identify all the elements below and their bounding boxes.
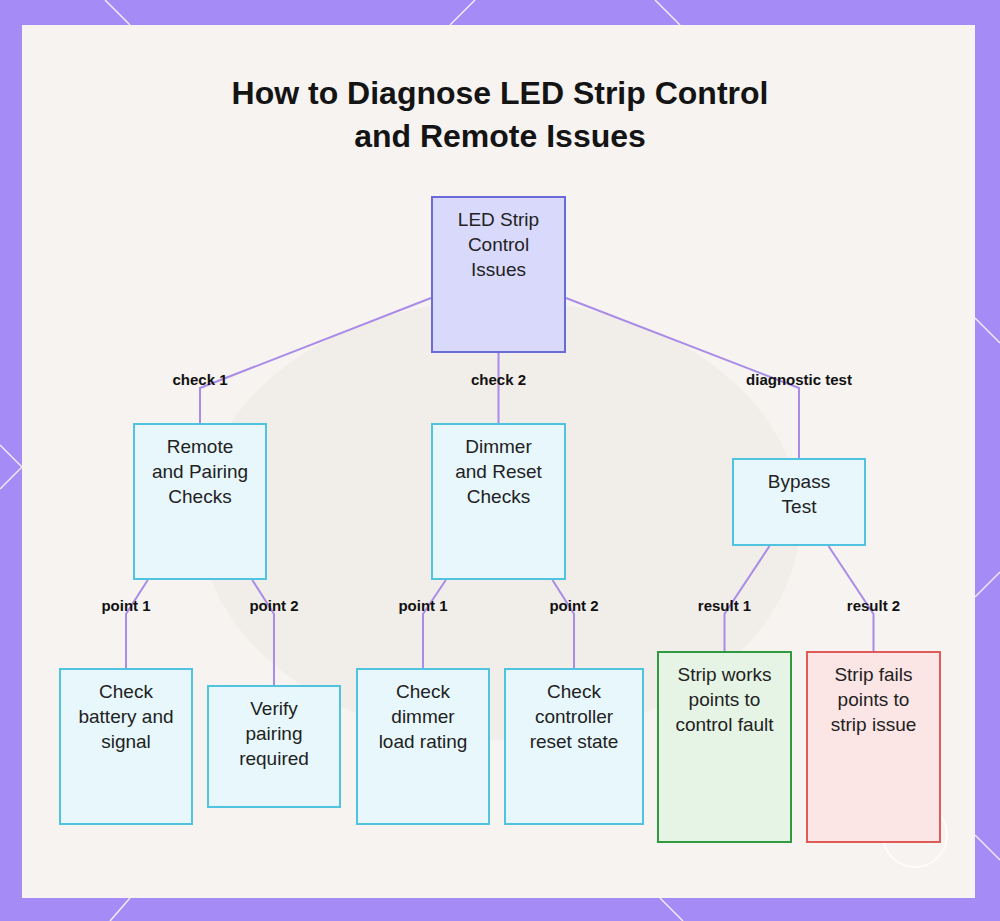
edge-label: point 1: [101, 597, 150, 614]
node-text: Remote and Pairing Checks: [151, 434, 249, 509]
edge-label: check 2: [471, 371, 526, 388]
check-box: Verify pairing required: [207, 685, 341, 808]
background-glow: [200, 300, 800, 740]
node-text: Strip fails points to strip issue: [824, 662, 923, 737]
node-text: Verify pairing required: [225, 696, 323, 771]
edge-label: result 1: [698, 597, 751, 614]
category-box: Dimmer and Reset Checks: [431, 423, 566, 580]
node-text: Check controller reset state: [522, 679, 626, 754]
node-text: Strip works points to control fault: [675, 662, 774, 737]
root-box: LED Strip Control Issues: [431, 196, 566, 353]
diagram-title: How to Diagnose LED Strip Control and Re…: [200, 72, 800, 158]
check-box: Check controller reset state: [504, 668, 644, 825]
connector-line: [252, 580, 274, 685]
edge-label: point 1: [398, 597, 447, 614]
result-box: Strip works points to control fault: [657, 651, 792, 843]
node-text: LED Strip Control Issues: [449, 207, 548, 282]
edge-label: point 2: [549, 597, 598, 614]
check-box: Check battery and signal: [59, 668, 193, 825]
edge-label: point 2: [249, 597, 298, 614]
content-panel: [22, 25, 975, 898]
result-box: Strip fails points to strip issue: [806, 651, 941, 843]
edge-label: check 1: [172, 371, 227, 388]
node-text: Check battery and signal: [77, 679, 175, 754]
connector-line: [553, 580, 575, 668]
check-box: Check dimmer load rating: [356, 668, 490, 825]
edge-label: result 2: [847, 597, 900, 614]
category-box: Remote and Pairing Checks: [133, 423, 267, 580]
connector-line: [200, 298, 431, 423]
connector-line: [423, 580, 446, 668]
connector-line: [126, 580, 148, 668]
edge-label: diagnostic test: [746, 371, 852, 388]
node-text: Dimmer and Reset Checks: [449, 434, 548, 509]
node-text: Bypass Test: [750, 469, 848, 519]
test-box: Bypass Test: [732, 458, 866, 546]
node-text: Check dimmer load rating: [374, 679, 472, 754]
connector-line: [498, 353, 500, 423]
